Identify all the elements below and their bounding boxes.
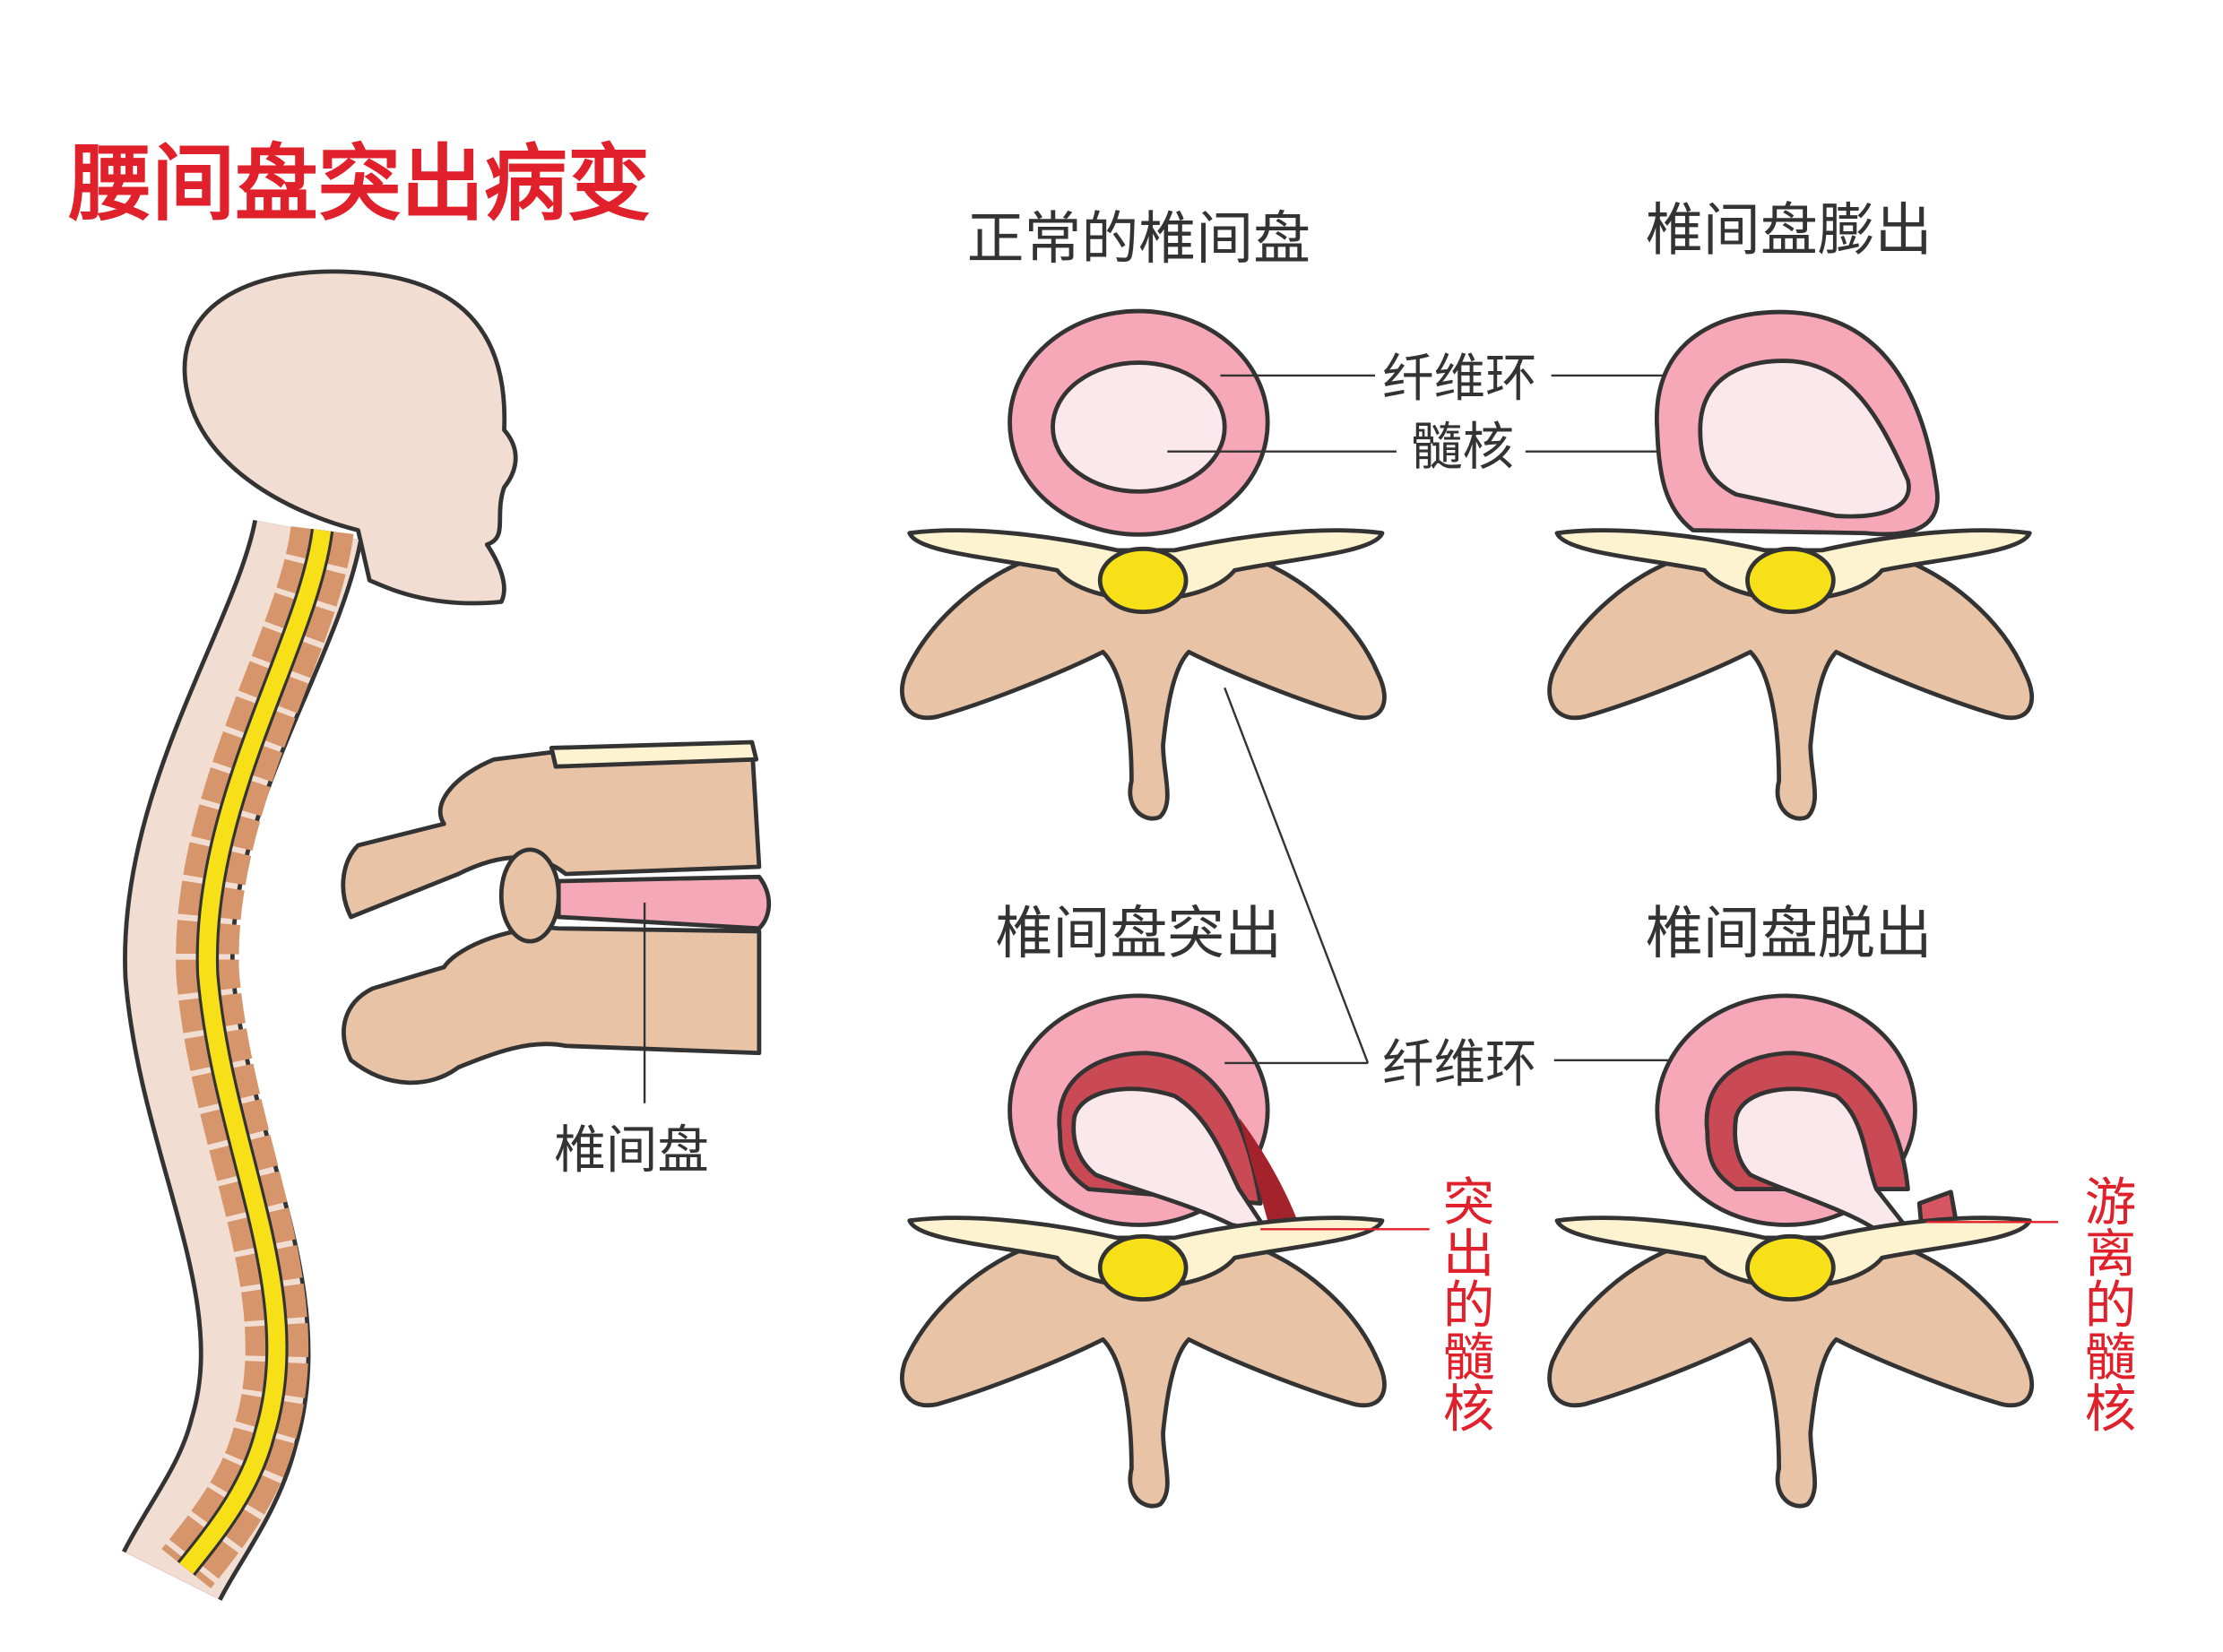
panel-heading: 椎间盘膨出	[1646, 197, 1933, 264]
lumbar-segment-side-view: 椎间盘	[341, 740, 772, 1181]
annulus-label: 纤维环	[1382, 348, 1537, 408]
vertebra	[902, 1218, 1384, 1507]
vertebra	[1550, 531, 2032, 819]
panel-heading: 椎间盘突出	[996, 901, 1283, 967]
nucleus-label: 髓核	[1411, 417, 1514, 477]
vertebra	[902, 531, 1384, 819]
panel-heading: 正常的椎间盘	[967, 206, 1310, 272]
panel-heading: 椎间盘脱出	[1646, 901, 1933, 967]
free-nucleus-callout: 游离的髓核	[2075, 1175, 2135, 1433]
annulus-label-protrusion: 纤维环	[1382, 1034, 1537, 1094]
panel-disc-protrusion: 椎间盘突出	[902, 687, 1384, 1507]
vertebra	[1550, 1218, 2032, 1507]
page-title: 腰间盘突出病变	[68, 135, 651, 232]
panel-disc-bulge: 椎间盘膨出	[1550, 197, 2032, 818]
spine-figure	[122, 269, 518, 1602]
protruded-nucleus-callout: 突出的髓核	[1434, 1175, 1494, 1433]
disc-label: 椎间盘	[554, 1120, 709, 1181]
panel-disc-extrusion: 椎间盘脱出	[1550, 901, 2032, 1506]
panel-normal-disc: 正常的椎间盘 纤维环 髓核	[902, 206, 1741, 819]
